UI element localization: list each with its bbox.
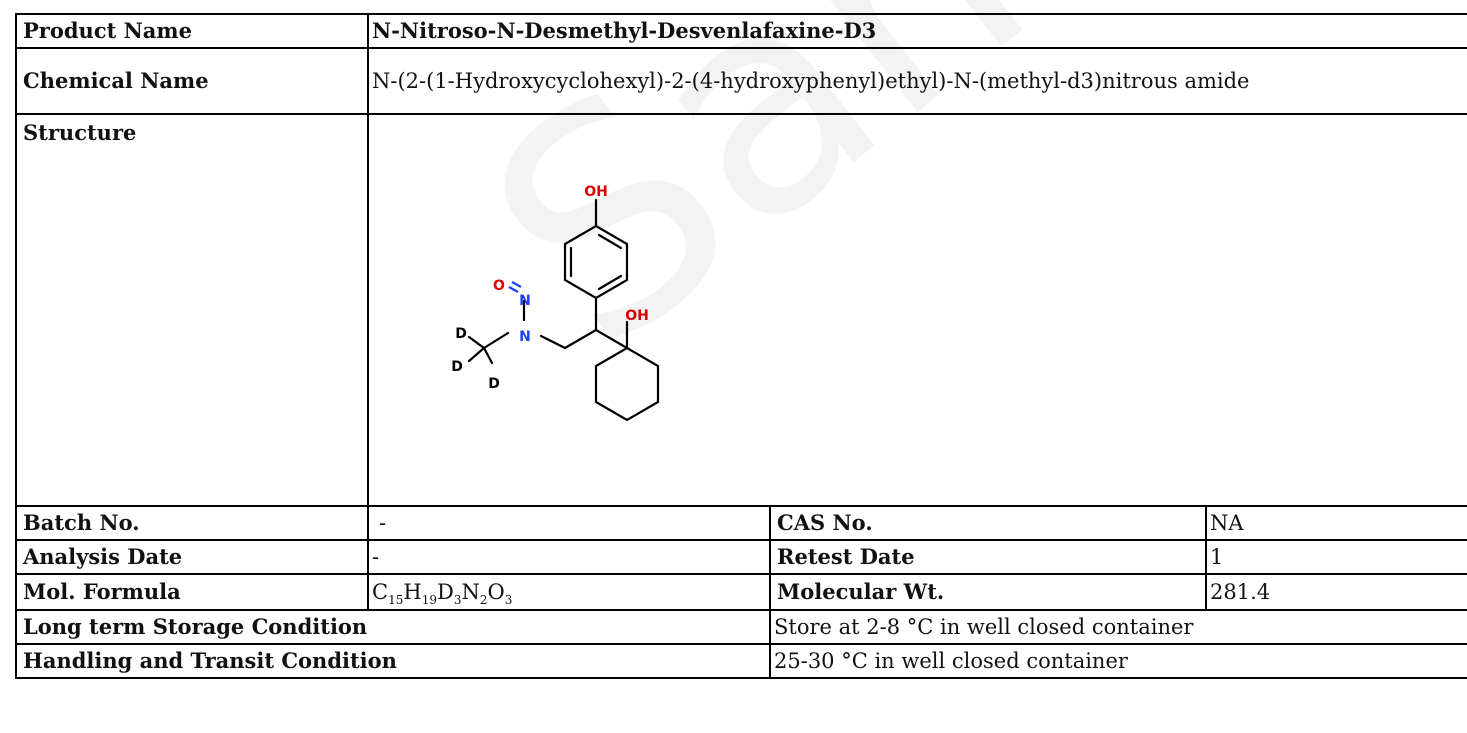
row-batch: Batch No. - CAS No. NA: [15, 505, 1467, 541]
atom-o-nitroso: O: [493, 278, 505, 294]
structure-cell: OH OH O N N D D D: [366, 113, 1467, 507]
structure-label: Structure: [15, 113, 369, 507]
storage-label: Long term Storage Condition: [15, 609, 771, 645]
analysis-date-value: -: [367, 539, 771, 575]
row-formula: Mol. Formula C15H19D3N2O3 Molecular Wt. …: [15, 573, 1467, 611]
atom-n-amine: N: [519, 329, 531, 345]
row-handling: Handling and Transit Condition 25-30 °C …: [15, 643, 1467, 679]
row-storage: Long term Storage Condition Store at 2-8…: [15, 609, 1467, 645]
batch-value: -: [367, 505, 771, 541]
analysis-date-label: Analysis Date: [15, 539, 369, 575]
formula-label: Mol. Formula: [15, 573, 369, 611]
atom-d1: D: [455, 326, 467, 342]
chemical-name-value: N-(2-(1-Hydroxycyclohexyl)-2-(4-hydroxyp…: [366, 47, 1467, 115]
retest-date-label: Retest Date: [769, 539, 1207, 575]
retest-date-value: 1: [1204, 539, 1467, 575]
atom-d3: D: [488, 376, 500, 392]
handling-value: 25-30 °C in well closed container: [768, 643, 1467, 679]
cas-value: NA: [1204, 505, 1467, 541]
atom-d2: D: [451, 359, 463, 375]
atom-oh-top: OH: [584, 184, 608, 200]
handling-label: Handling and Transit Condition: [15, 643, 771, 679]
cas-label: CAS No.: [769, 505, 1207, 541]
coa-table: Product Name N-Nitroso-N-Desmethyl-Desve…: [15, 13, 1467, 679]
mol-wt-value: 281.4: [1204, 573, 1467, 611]
batch-label: Batch No.: [15, 505, 369, 541]
mol-wt-label: Molecular Wt.: [769, 573, 1207, 611]
row-structure: Structure: [15, 113, 1467, 507]
atom-oh-ring: OH: [625, 308, 649, 324]
storage-value: Store at 2-8 °C in well closed container: [768, 609, 1467, 645]
row-chemical-name: Chemical Name N-(2-(1-Hydroxycyclohexyl)…: [15, 47, 1467, 115]
product-name-value: N-Nitroso-N-Desmethyl-Desvenlafaxine-D3: [366, 13, 1467, 49]
structure-image: OH OH O N N D D D: [451, 184, 660, 422]
row-product-name: Product Name N-Nitroso-N-Desmethyl-Desve…: [15, 13, 1467, 49]
row-dates: Analysis Date - Retest Date 1: [15, 539, 1467, 575]
atom-n-nitroso: N: [519, 293, 531, 309]
product-name-label: Product Name: [15, 13, 369, 49]
formula-value: C15H19D3N2O3: [367, 573, 771, 611]
chemical-name-label: Chemical Name: [15, 47, 369, 115]
